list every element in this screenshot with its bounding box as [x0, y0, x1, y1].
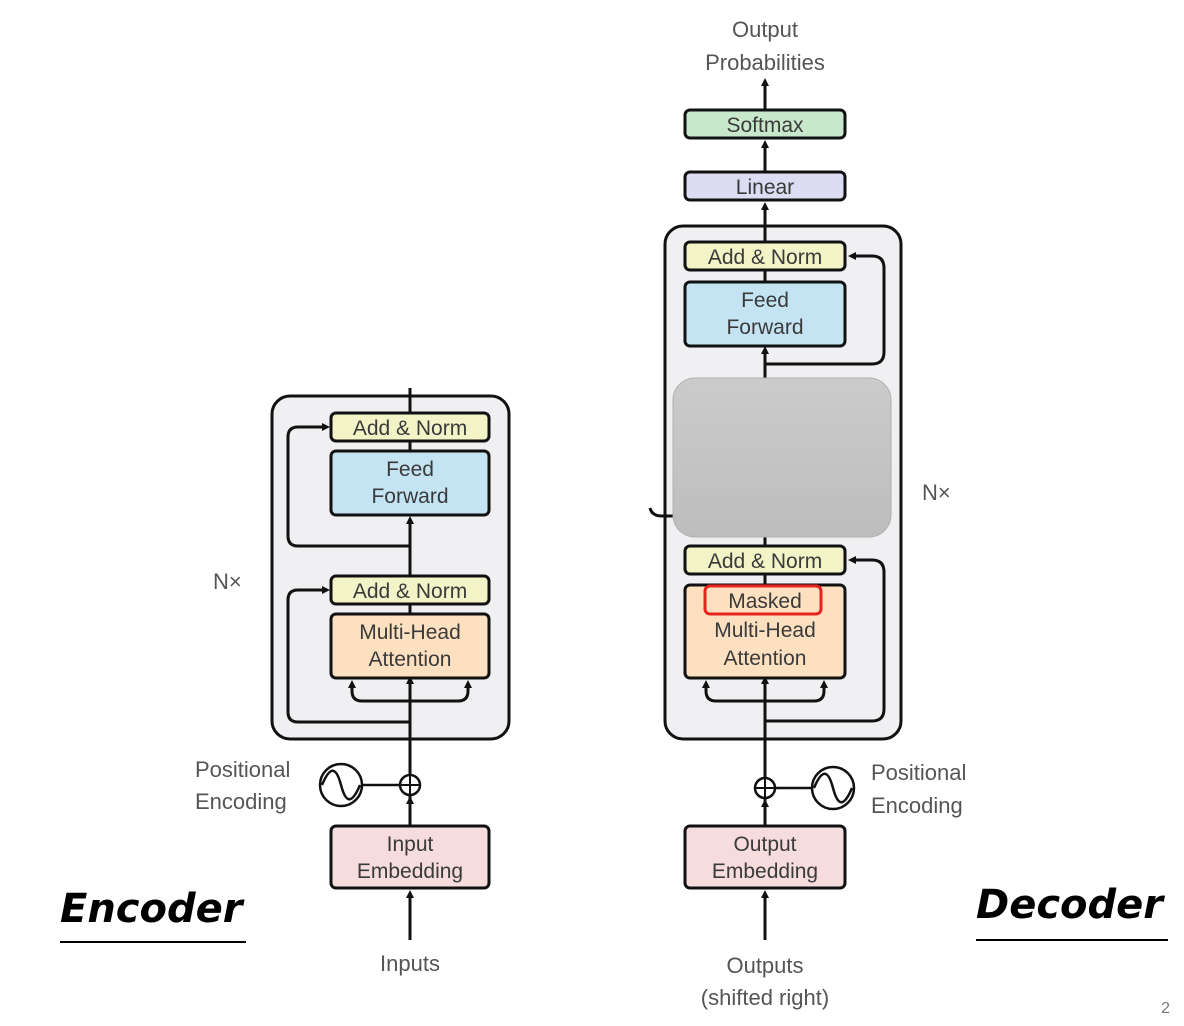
decoder-outputs-label-2: (shifted right)	[701, 985, 829, 1010]
decoder-output-label-2: Probabilities	[705, 50, 825, 75]
redaction-box	[672, 377, 892, 538]
encoder-feed-forward	[329, 449, 491, 517]
encoder-attention-label-2: Attention	[369, 648, 452, 671]
decoder: Output Probabilities Softmax Linear Add …	[648, 17, 966, 1010]
decoder-add-norm-bottom	[683, 544, 847, 576]
encoder-add-norm-top	[329, 411, 491, 443]
encoder-layer-container	[270, 394, 511, 741]
encoder-add-norm-top-label: Add & Norm	[353, 417, 467, 440]
encoder-positional-encoding-icon	[318, 762, 364, 808]
encoder-inputs-label: Inputs	[380, 951, 440, 976]
decoder-add-icon	[753, 776, 777, 800]
decoder-outputs-label-1: Outputs	[726, 953, 803, 978]
encoder-embedding-label-1: Input	[387, 833, 434, 856]
decoder-feed-forward-label-1: Feed	[741, 289, 789, 312]
cross-attention-connector	[648, 507, 676, 518]
encoder-multi-head-attention	[329, 612, 491, 680]
decoder-embedding-label-1: Output	[733, 833, 796, 856]
encoder-title: Encoder	[60, 886, 243, 932]
decoder-add-norm-top	[683, 240, 847, 272]
decoder-softmax	[683, 108, 847, 140]
decoder-attention-label-3: Attention	[724, 647, 807, 670]
decoder-linear-label: Linear	[736, 176, 794, 199]
decoder-feed-forward-label-2: Forward	[726, 316, 803, 339]
encoder-add-norm-bottom	[329, 574, 491, 606]
encoder-title-underline	[60, 941, 246, 943]
decoder-linear	[683, 170, 847, 202]
encoder: Add & Norm Feed Forward Add & Norm Multi…	[195, 388, 511, 976]
decoder-attention-label-1: Masked	[728, 590, 802, 613]
decoder-softmax-label: Softmax	[726, 114, 804, 137]
decoder-feed-forward	[683, 280, 847, 348]
decoder-embedding-label-2: Embedding	[712, 860, 818, 883]
decoder-add-norm-top-label: Add & Norm	[708, 246, 822, 269]
encoder-repeat-label: N×	[213, 569, 242, 594]
masked-highlight-box	[703, 584, 823, 616]
encoder-embedding-label-2: Embedding	[357, 860, 463, 883]
decoder-repeat-label: N×	[922, 480, 951, 505]
decoder-title-underline	[976, 939, 1168, 941]
decoder-positional-label-2: Encoding	[871, 793, 963, 818]
encoder-feed-forward-label-2: Forward	[371, 485, 448, 508]
decoder-output-embedding	[683, 824, 847, 890]
decoder-attention-label-2: Multi-Head	[714, 619, 816, 642]
encoder-attention-label-1: Multi-Head	[359, 621, 461, 644]
encoder-input-embedding	[329, 824, 491, 890]
encoder-positional-label-2: Encoding	[195, 789, 287, 814]
encoder-add-icon	[398, 773, 422, 797]
encoder-add-norm-bottom-label: Add & Norm	[353, 580, 467, 603]
decoder-positional-encoding-icon	[810, 765, 856, 811]
decoder-positional-label-1: Positional	[871, 760, 966, 785]
page-number: 2	[1161, 1000, 1170, 1017]
encoder-feed-forward-label-1: Feed	[386, 458, 434, 481]
decoder-add-norm-bottom-label: Add & Norm	[708, 550, 822, 573]
encoder-positional-label-1: Positional	[195, 757, 290, 782]
decoder-title: Decoder	[976, 882, 1164, 928]
decoder-output-label-1: Output	[732, 17, 798, 42]
